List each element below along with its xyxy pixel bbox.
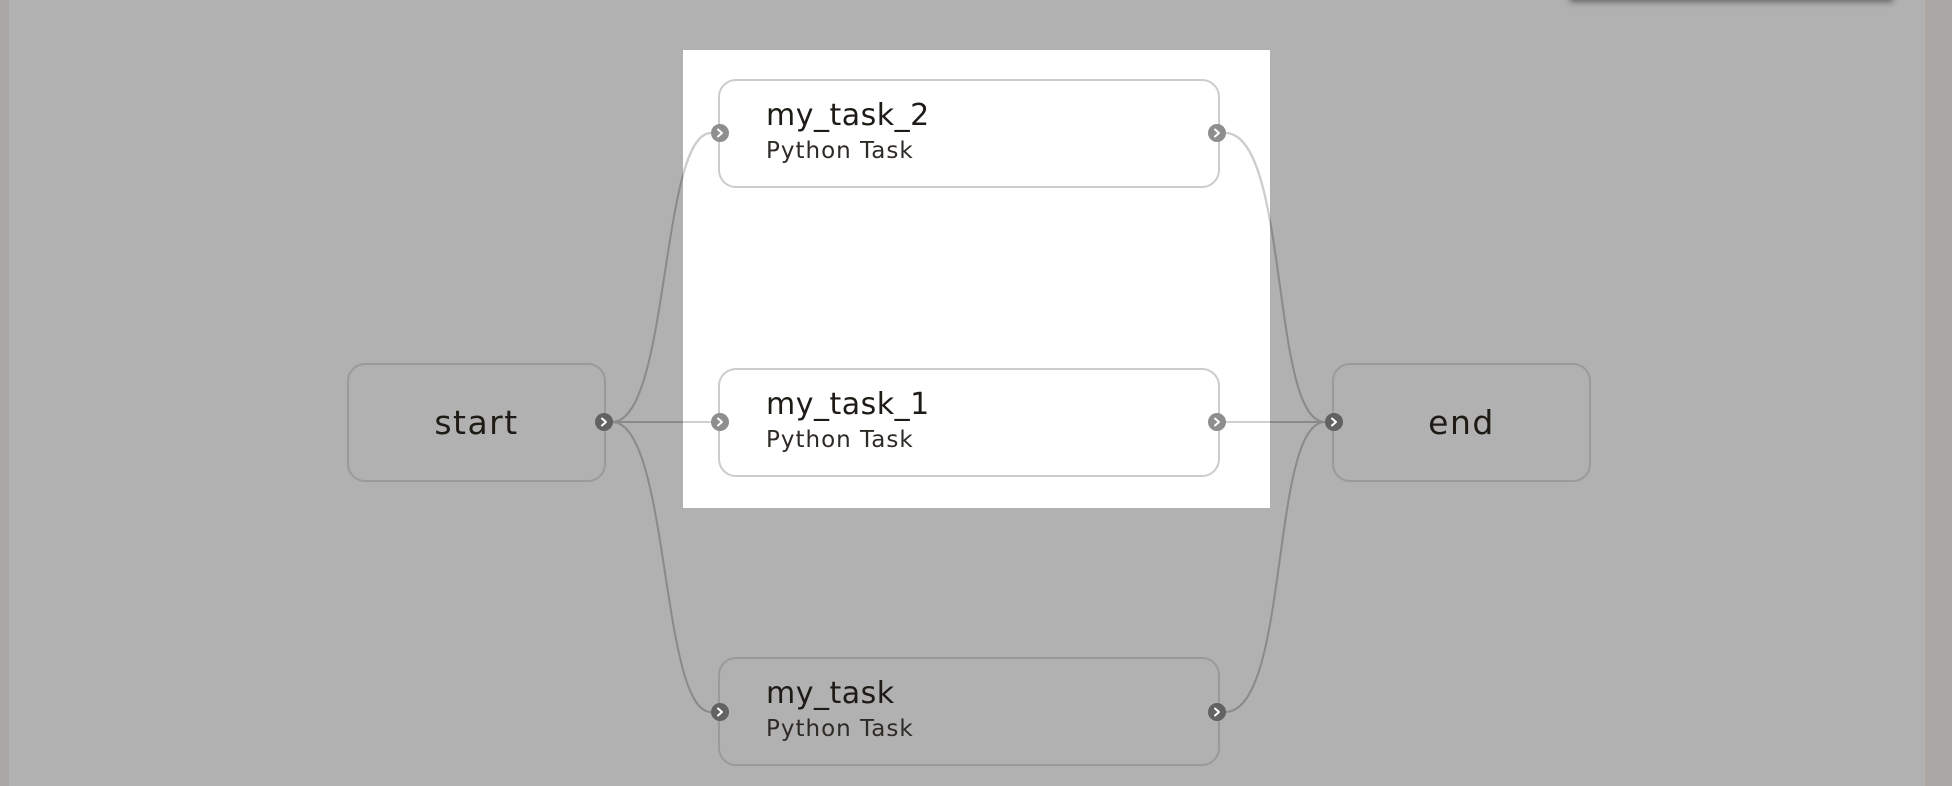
left-edge-strip: [0, 0, 9, 786]
node-end[interactable]: end: [1332, 363, 1591, 482]
edge-my_task_2-end-lit: [1224, 132, 1270, 227]
node-start-label: start: [434, 403, 519, 442]
my-task-2-output-port[interactable]: [1208, 124, 1226, 142]
node-my-task-1[interactable]: my_task_1 Python Task: [718, 368, 1220, 477]
chevron-right-icon: [1214, 128, 1220, 138]
my-task-1-input-port[interactable]: [711, 413, 729, 431]
my-task-1-output-port[interactable]: [1208, 413, 1226, 431]
my-task-input-port[interactable]: [711, 703, 729, 721]
edge-start-my_task_2-lit: [683, 132, 712, 179]
node-my-task-1-type: Python Task: [766, 427, 914, 453]
node-my-task-2-type: Python Task: [766, 138, 914, 164]
node-start[interactable]: start: [347, 363, 606, 482]
node-my-task-2-title: my_task_2: [766, 98, 930, 133]
end-input-port[interactable]: [1325, 413, 1343, 431]
my-task-output-port[interactable]: [1208, 703, 1226, 721]
node-end-label: end: [1428, 403, 1495, 442]
edge-my_task-end: [1224, 421, 1326, 713]
node-my-task[interactable]: my_task Python Task: [718, 657, 1220, 766]
node-my-task-2[interactable]: my_task_2 Python Task: [718, 79, 1220, 188]
node-my-task-type: Python Task: [766, 716, 914, 742]
right-edge-strip: [1925, 0, 1952, 786]
chevron-right-icon: [601, 417, 607, 427]
chevron-right-icon: [717, 128, 723, 138]
chevron-right-icon: [1331, 417, 1337, 427]
chevron-right-icon: [717, 707, 723, 717]
node-my-task-1-title: my_task_1: [766, 387, 930, 422]
node-my-task-title: my_task: [766, 676, 895, 711]
chevron-right-icon: [1214, 707, 1220, 717]
my-task-2-input-port[interactable]: [711, 124, 729, 142]
chevron-right-icon: [717, 417, 723, 427]
start-output-port[interactable]: [595, 413, 613, 431]
edge-start-my_task: [611, 421, 712, 713]
edge-my_task_2-end: [1224, 132, 1326, 423]
edge-start-my_task_2: [611, 132, 712, 423]
chevron-right-icon: [1214, 417, 1220, 427]
